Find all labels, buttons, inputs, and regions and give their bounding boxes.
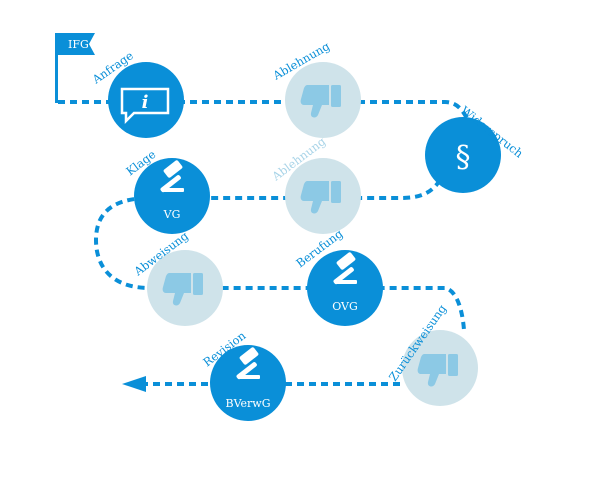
stage-berufung: OVG Berufung [293,226,383,326]
info-speech-bubble-icon: i [120,87,170,125]
court-ovg: OVG [332,300,358,313]
stage-ablehnung-2: Ablehnung [269,134,361,234]
ifg-flag-icon: IFG [55,33,95,103]
stage-zurueckweisung: Zurückweisung [386,301,478,406]
flag-label: IFG [68,38,89,51]
arrow-head-icon [122,376,146,392]
stage-klage: VG Klage [123,147,210,234]
court-vg: VG [163,208,181,221]
svg-text:i: i [142,92,149,113]
stage-revision: BVerwG Revision [200,328,286,421]
stage-widerspruch: § Widerspruch [425,103,526,193]
stage-anfrage: i Anfrage [89,48,184,138]
court-bverwg: BVerwG [226,397,271,410]
stage-ablehnung-1: Ablehnung [270,39,361,138]
stage-abweisung: Abweisung [131,228,223,326]
paragraph-icon: § [456,140,471,175]
